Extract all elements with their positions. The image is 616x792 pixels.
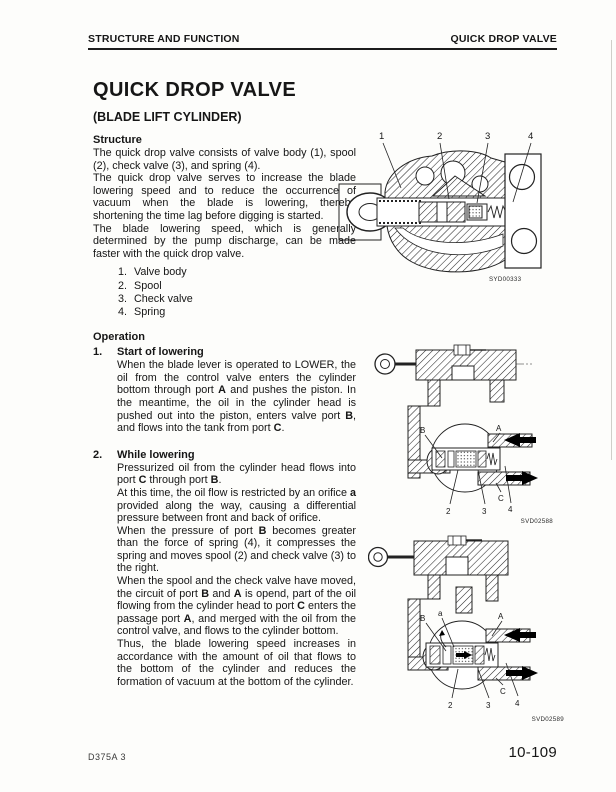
operation-item-label: While lowering [117,448,195,461]
scan-edge-artifact [611,40,612,460]
operation-paragraph: When the spool and the check valve have … [117,575,356,638]
figure-code: SYD00333 [489,276,522,283]
figure-code: SVD02589 [532,716,565,723]
parts-list-item: 4. Spring [118,306,356,319]
callout-4-spring: 4 [528,131,533,142]
callout-4-spring: 4 [515,699,520,708]
operation-item-number: 2. [93,448,103,461]
footer-page-number: 10-109 [508,744,557,761]
operation-paragraph: Thus, the blade lowering speed increases… [117,638,356,688]
callout-1-valve-body: 1 [379,131,384,142]
part-number: 4. [118,305,128,318]
running-header: STRUCTURE AND FUNCTION QUICK DROP VALVE [88,33,557,50]
structure-paragraph: The blade lowering speed, which is gener… [93,222,356,260]
callout-leader-lines [382,142,532,204]
label-leader-lines [425,617,519,699]
figure-start-of-lowering: B A 2 3 C 4 SVD02588 [374,344,554,525]
part-number: 2. [118,279,128,292]
callout-3-check-valve: 3 [482,507,487,516]
operation-paragraph: When the pressure of port B becomes grea… [117,524,356,575]
operation-item-while-lowering: 2. While lowering Pressurized oil from t… [93,449,356,689]
valve-body-drawing [338,142,542,273]
figure-while-lowering: B a A 2 3 C 4 SVD02589 [368,535,565,723]
port-c-label: C [498,494,504,503]
structure-heading: Structure [93,134,142,146]
flow-arrow-right-icon [506,666,538,680]
parts-list: 1. Valve body 2. Spool 3. Check valve 4.… [118,266,356,319]
operation-item-title: 1. Start of lowering [93,346,356,359]
internal-flow-arrow-icon [456,651,472,659]
parts-list-item: 2. Spool [118,280,356,293]
port-a-label: A [496,424,502,433]
callout-2-spool: 2 [448,701,453,710]
part-number: 1. [118,266,128,279]
text-column: QUICK DROP VALVE (BLADE LIFT CYLINDER) S… [93,80,356,688]
footer-model-code: D375A 3 [88,752,127,762]
part-label: Spool [134,279,162,292]
figure-code: SVD02588 [521,518,554,525]
flow-arrow-right-icon [506,471,538,485]
part-label: Valve body [134,266,187,279]
flow-arrow-left-icon [504,628,536,642]
operation-item-start-of-lowering: 1. Start of lowering When the blade leve… [93,346,356,435]
callout-2-spool: 2 [446,507,451,516]
operation-paragraph: When the blade lever is operated to LOWE… [117,359,356,435]
operation-heading: Operation [93,331,145,344]
figure-valve-cross-section: 1 2 3 4 SYD00333 [338,131,542,283]
part-label: Spring [134,305,166,318]
callout-2-spool: 2 [437,131,442,142]
callout-3-check-valve: 3 [486,701,491,710]
port-a-label: A [498,612,504,621]
part-label: Check valve [134,292,193,305]
operation-item-body: Pressurized oil from the cylinder head f… [117,462,356,689]
port-b-label: B [420,426,425,435]
operation-item-title: 2. While lowering [93,449,356,462]
structure-paragraph: The quick drop valve consists of valve b… [93,147,356,172]
valve-operation-drawing [368,535,538,699]
flow-arrow-left-icon [504,433,536,447]
orifice-a-label: a [438,609,443,618]
port-b-label: B [420,614,425,623]
operation-paragraph: Pressurized oil from the cylinder head f… [117,461,356,487]
header-chapter-title: QUICK DROP VALVE [450,33,557,45]
page-title: QUICK DROP VALVE [93,79,297,101]
structure-paragraph: The quick drop valve serves to increase … [93,172,356,222]
parts-list-item: 1. Valve body [118,266,356,279]
operation-item-body: When the blade lever is operated to LOWE… [117,359,356,435]
callout-4-spring: 4 [508,505,513,514]
operation-paragraph: At this time, the oil flow is restricted… [117,486,356,525]
valve-operation-drawing [374,344,538,505]
header-section-title: STRUCTURE AND FUNCTION [88,33,240,45]
label-leader-lines [424,432,512,505]
page-subtitle: (BLADE LIFT CYLINDER) [93,110,242,124]
part-number: 3. [118,292,128,305]
port-c-label: C [500,687,506,696]
operation-item-number: 1. [93,346,103,359]
callout-3-check-valve: 3 [485,131,490,142]
parts-list-item: 3. Check valve [118,293,356,306]
operation-item-label: Start of lowering [117,346,204,359]
